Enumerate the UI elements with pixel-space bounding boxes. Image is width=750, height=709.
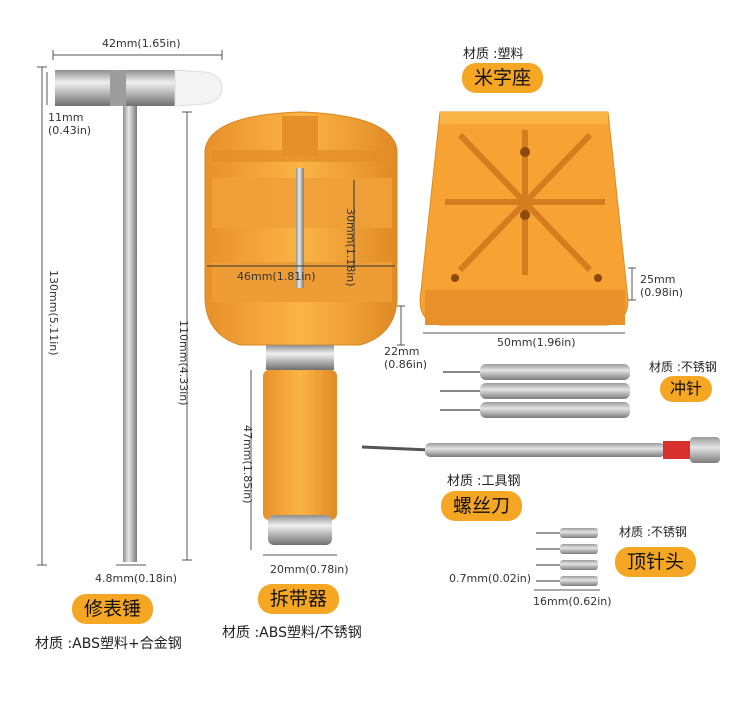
band-remover-head-dimension-line2: (0.86in) <box>384 358 428 371</box>
hammer-width-dimension: 42mm(1.65in) <box>102 37 181 50</box>
screwdriver-name-label: 螺丝刀 <box>441 491 523 521</box>
band-remover-handle-width-dimension: 20mm(0.78in) <box>270 563 349 576</box>
holder-block-width-dimension: 50mm(1.96in) <box>497 336 576 349</box>
hammer-head-dimension-line1: 11mm <box>48 111 84 124</box>
band-remover-name-label: 拆带器 <box>258 584 340 614</box>
pin-heads-material-label: 材质 :不锈钢 <box>619 525 687 539</box>
hammer-name-label: 修表锤 <box>72 594 154 624</box>
band-remover-width-dimension: 46mm(1.81in) <box>237 270 316 283</box>
hammer-material-label: 材质 :ABS塑料+合金钢 <box>35 636 182 652</box>
punch-name-label: 冲针 <box>660 376 713 402</box>
holder-block-name-label: 米字座 <box>462 63 544 93</box>
pin-heads-name-label: 顶针头 <box>615 547 697 577</box>
band-remover-material-label: 材质 :ABS塑料/不锈钢 <box>222 625 362 641</box>
punch-material-label: 材质 :不锈钢 <box>649 360 717 374</box>
hammer-shaft-dimension: 4.8mm(0.18in) <box>95 572 178 585</box>
hammer-head-dimension-line2: (0.43in) <box>48 124 92 137</box>
holder-block-material-label: 材质 :塑料 <box>463 47 524 62</box>
pin-heads-diameter-dimension: 0.7mm(0.02in) <box>449 572 532 585</box>
pin-heads-length-dimension: 16mm(0.62in) <box>533 595 612 608</box>
screwdriver-material-label: 材质 :工具钢 <box>447 474 521 489</box>
holder-block-height-dimension-line2: (0.98in) <box>640 286 684 299</box>
holder-block-height-dimension-line1: 25mm <box>640 273 676 286</box>
band-remover-head-dimension-line1: 22mm <box>384 345 420 358</box>
